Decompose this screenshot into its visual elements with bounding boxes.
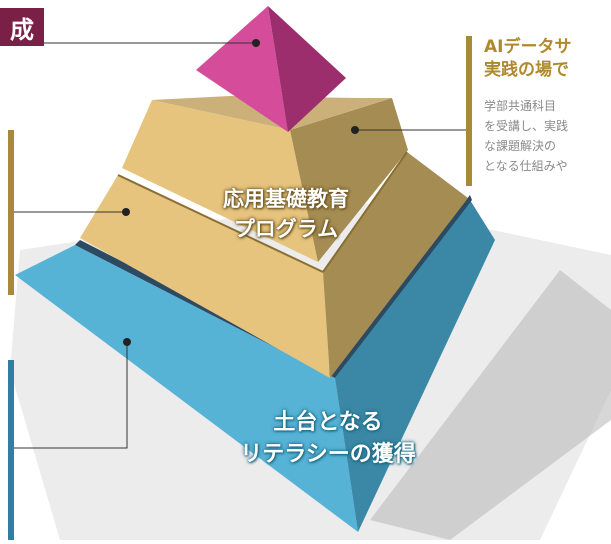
top-pyramid-side <box>268 6 346 132</box>
callout-title: AIデータサ 実践の場で <box>484 36 611 82</box>
callout-accent-bar <box>466 36 472 186</box>
base-tier-front <box>15 245 358 532</box>
callout-body-line: な課題解決の <box>484 139 557 153</box>
base-tier-side <box>335 200 495 532</box>
callout-body: 学部共通科目 を受講し、実践 な課題解決の となる仕組みや <box>484 96 611 176</box>
callout-title-line: AIデータサ <box>484 37 572 57</box>
top-pyramid-front <box>196 6 288 132</box>
middle-tier-front <box>80 175 330 378</box>
leader-line-base <box>14 342 128 449</box>
tier-separator <box>322 151 408 273</box>
marker-dot-callout <box>351 126 359 134</box>
tier-separator <box>117 174 324 273</box>
accent-bar-gold <box>8 130 14 295</box>
shadow-stripe <box>370 270 611 540</box>
callout-body-line: 学部共通科目 <box>484 99 557 113</box>
base-tier-label: 土台となる リテラシーの獲得 <box>218 407 438 471</box>
middle-tier-side <box>323 152 468 378</box>
middle-tier-label: 応用基礎教育 プログラム <box>196 184 376 244</box>
marker-dot-top <box>252 39 260 47</box>
middle-top-side <box>290 98 408 262</box>
middle-top-front <box>122 100 318 262</box>
callout-body-line: となる仕組みや <box>484 159 568 173</box>
middle-tier-label-line: プログラム <box>233 217 339 241</box>
base-tier-label-line: リテラシーの獲得 <box>240 442 416 467</box>
marker-dot-base <box>123 338 131 346</box>
middle-tier-label-line: 応用基礎教育 <box>223 187 349 211</box>
callout-title-line: 実践の場で <box>484 60 569 80</box>
base-tier-label-line: 土台となる <box>273 410 383 435</box>
marker-dot-middle <box>122 208 130 216</box>
callout-body-line: を受講し、実践 <box>484 119 569 133</box>
accent-bar-blue <box>8 360 14 540</box>
section-title-badge: 成 <box>0 8 44 46</box>
